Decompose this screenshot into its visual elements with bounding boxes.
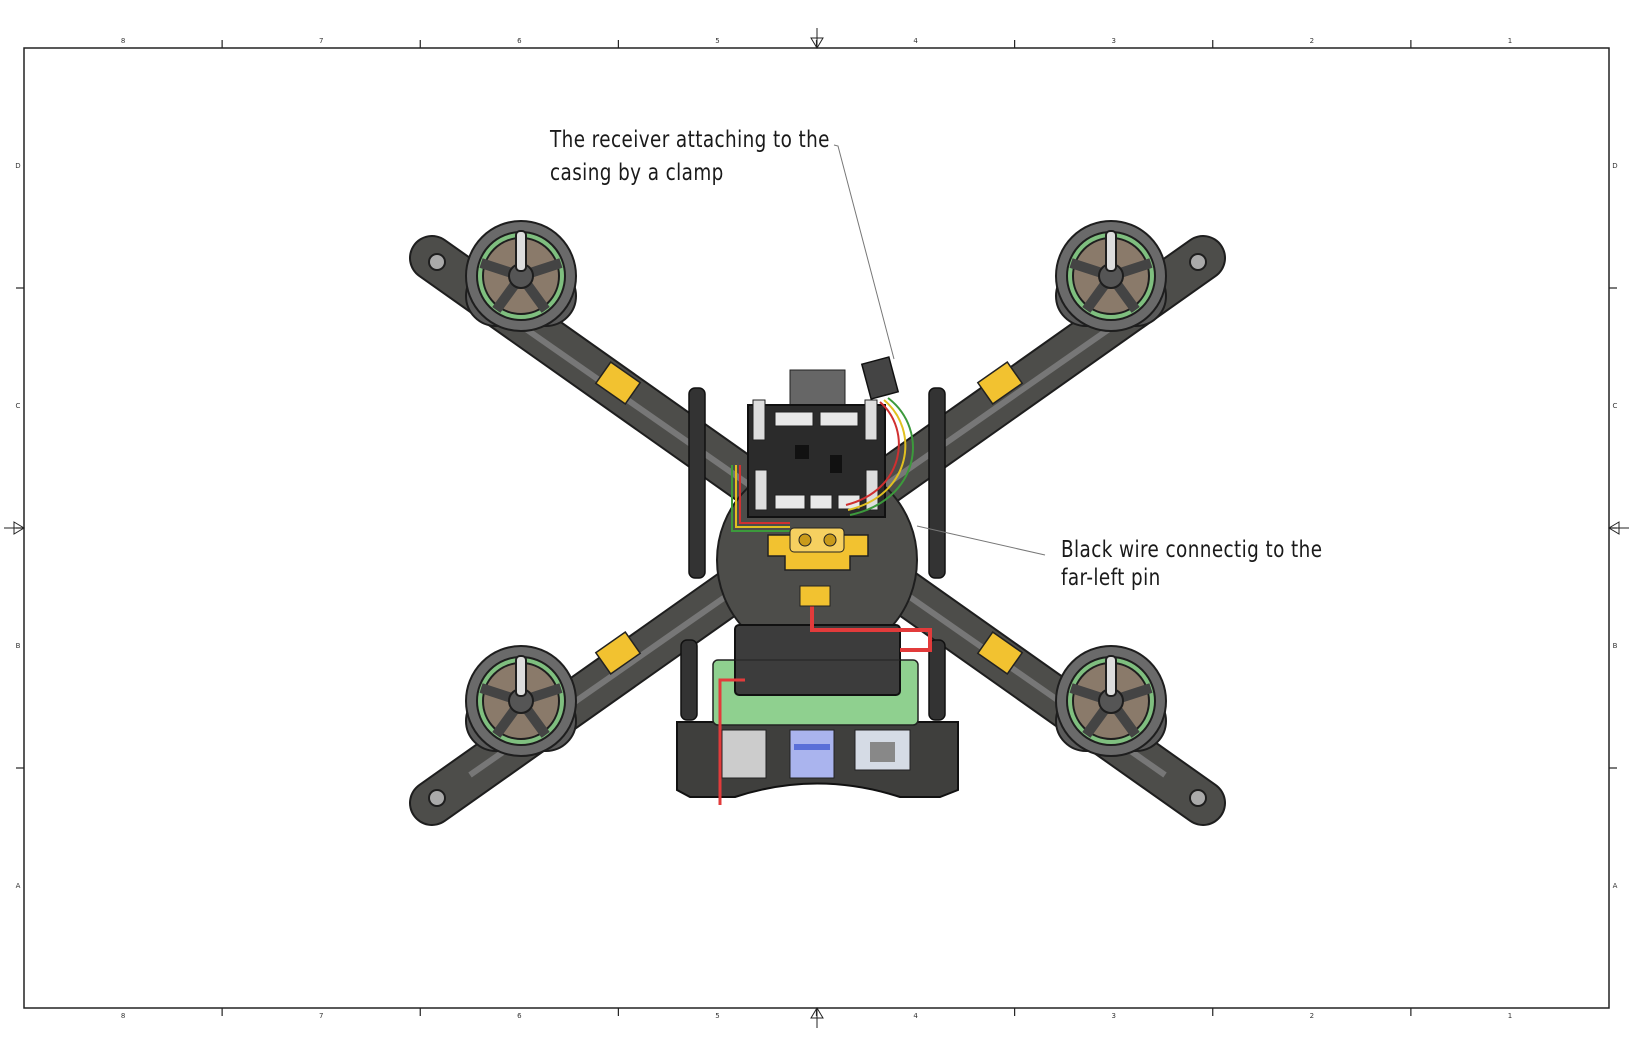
- zone-column-label: 3: [1111, 1012, 1115, 1020]
- right-center-arrow: [1608, 521, 1629, 535]
- zone-column-label: 6: [517, 1012, 522, 1020]
- zone-column-label: 2: [1310, 37, 1314, 45]
- receiver: [860, 356, 900, 400]
- motor: [465, 645, 577, 757]
- annotation-receiver-line1: The receiver attaching to the: [550, 127, 830, 153]
- zone-column-label: 1: [1508, 1012, 1512, 1020]
- zone-column-label: 5: [715, 1012, 719, 1020]
- zone-row-label: B: [1613, 642, 1618, 650]
- zone-column-label: 4: [913, 1012, 918, 1020]
- motor: [465, 220, 577, 332]
- zone-row-label: B: [16, 642, 21, 650]
- motors: [465, 220, 1167, 757]
- left-center-arrow: [4, 521, 25, 535]
- center-arrows: [4, 28, 1629, 1028]
- annotation-black-wire-line1: Black wire connectig to the: [1061, 537, 1323, 563]
- zone-row-label: A: [16, 882, 21, 890]
- usb-port-2: [789, 729, 835, 779]
- zone-column-label: 7: [319, 37, 323, 45]
- zone-row-label: D: [15, 162, 20, 170]
- annotation-receiver-line2: casing by a clamp: [550, 160, 724, 186]
- annotation-black-wire-line2: far-left pin: [1061, 565, 1161, 591]
- zone-column-label: 3: [1111, 37, 1115, 45]
- zone-column-label: 4: [913, 37, 918, 45]
- esc-connectors: [594, 360, 1024, 676]
- zone-column-label: 8: [121, 1012, 125, 1020]
- leader-line-receiver: [833, 144, 895, 360]
- top-center-arrow: [810, 28, 824, 49]
- zone-row-label: A: [1613, 882, 1618, 890]
- annotation-receiver: The receiver attaching to the casing by …: [550, 124, 830, 190]
- usb-port-1: [721, 729, 767, 779]
- bottom-center-arrow: [810, 1007, 824, 1028]
- zone-column-label: 6: [517, 37, 522, 45]
- zone-row-label: C: [16, 402, 21, 410]
- motor: [1055, 645, 1167, 757]
- power-wires: [739, 465, 790, 524]
- annotation-black-wire: Black wire connectig to the far-left pin: [1061, 536, 1322, 592]
- motor: [1055, 220, 1167, 332]
- standoffs: [680, 387, 946, 721]
- zone-column-label: 8: [121, 37, 125, 45]
- zone-column-label: 5: [715, 37, 719, 45]
- red-wire: [810, 600, 932, 652]
- zone-row-label: C: [1613, 402, 1618, 410]
- zone-column-label: 7: [319, 1012, 323, 1020]
- leader-line-black-wire: [916, 525, 1046, 556]
- zone-row-label: D: [1612, 162, 1617, 170]
- zone-column-label: 1: [1508, 37, 1512, 45]
- red-wire-2: [718, 678, 745, 805]
- drone-assembly: [409, 220, 1226, 826]
- zone-column-label: 2: [1310, 1012, 1314, 1020]
- receiver-wires: [849, 397, 914, 516]
